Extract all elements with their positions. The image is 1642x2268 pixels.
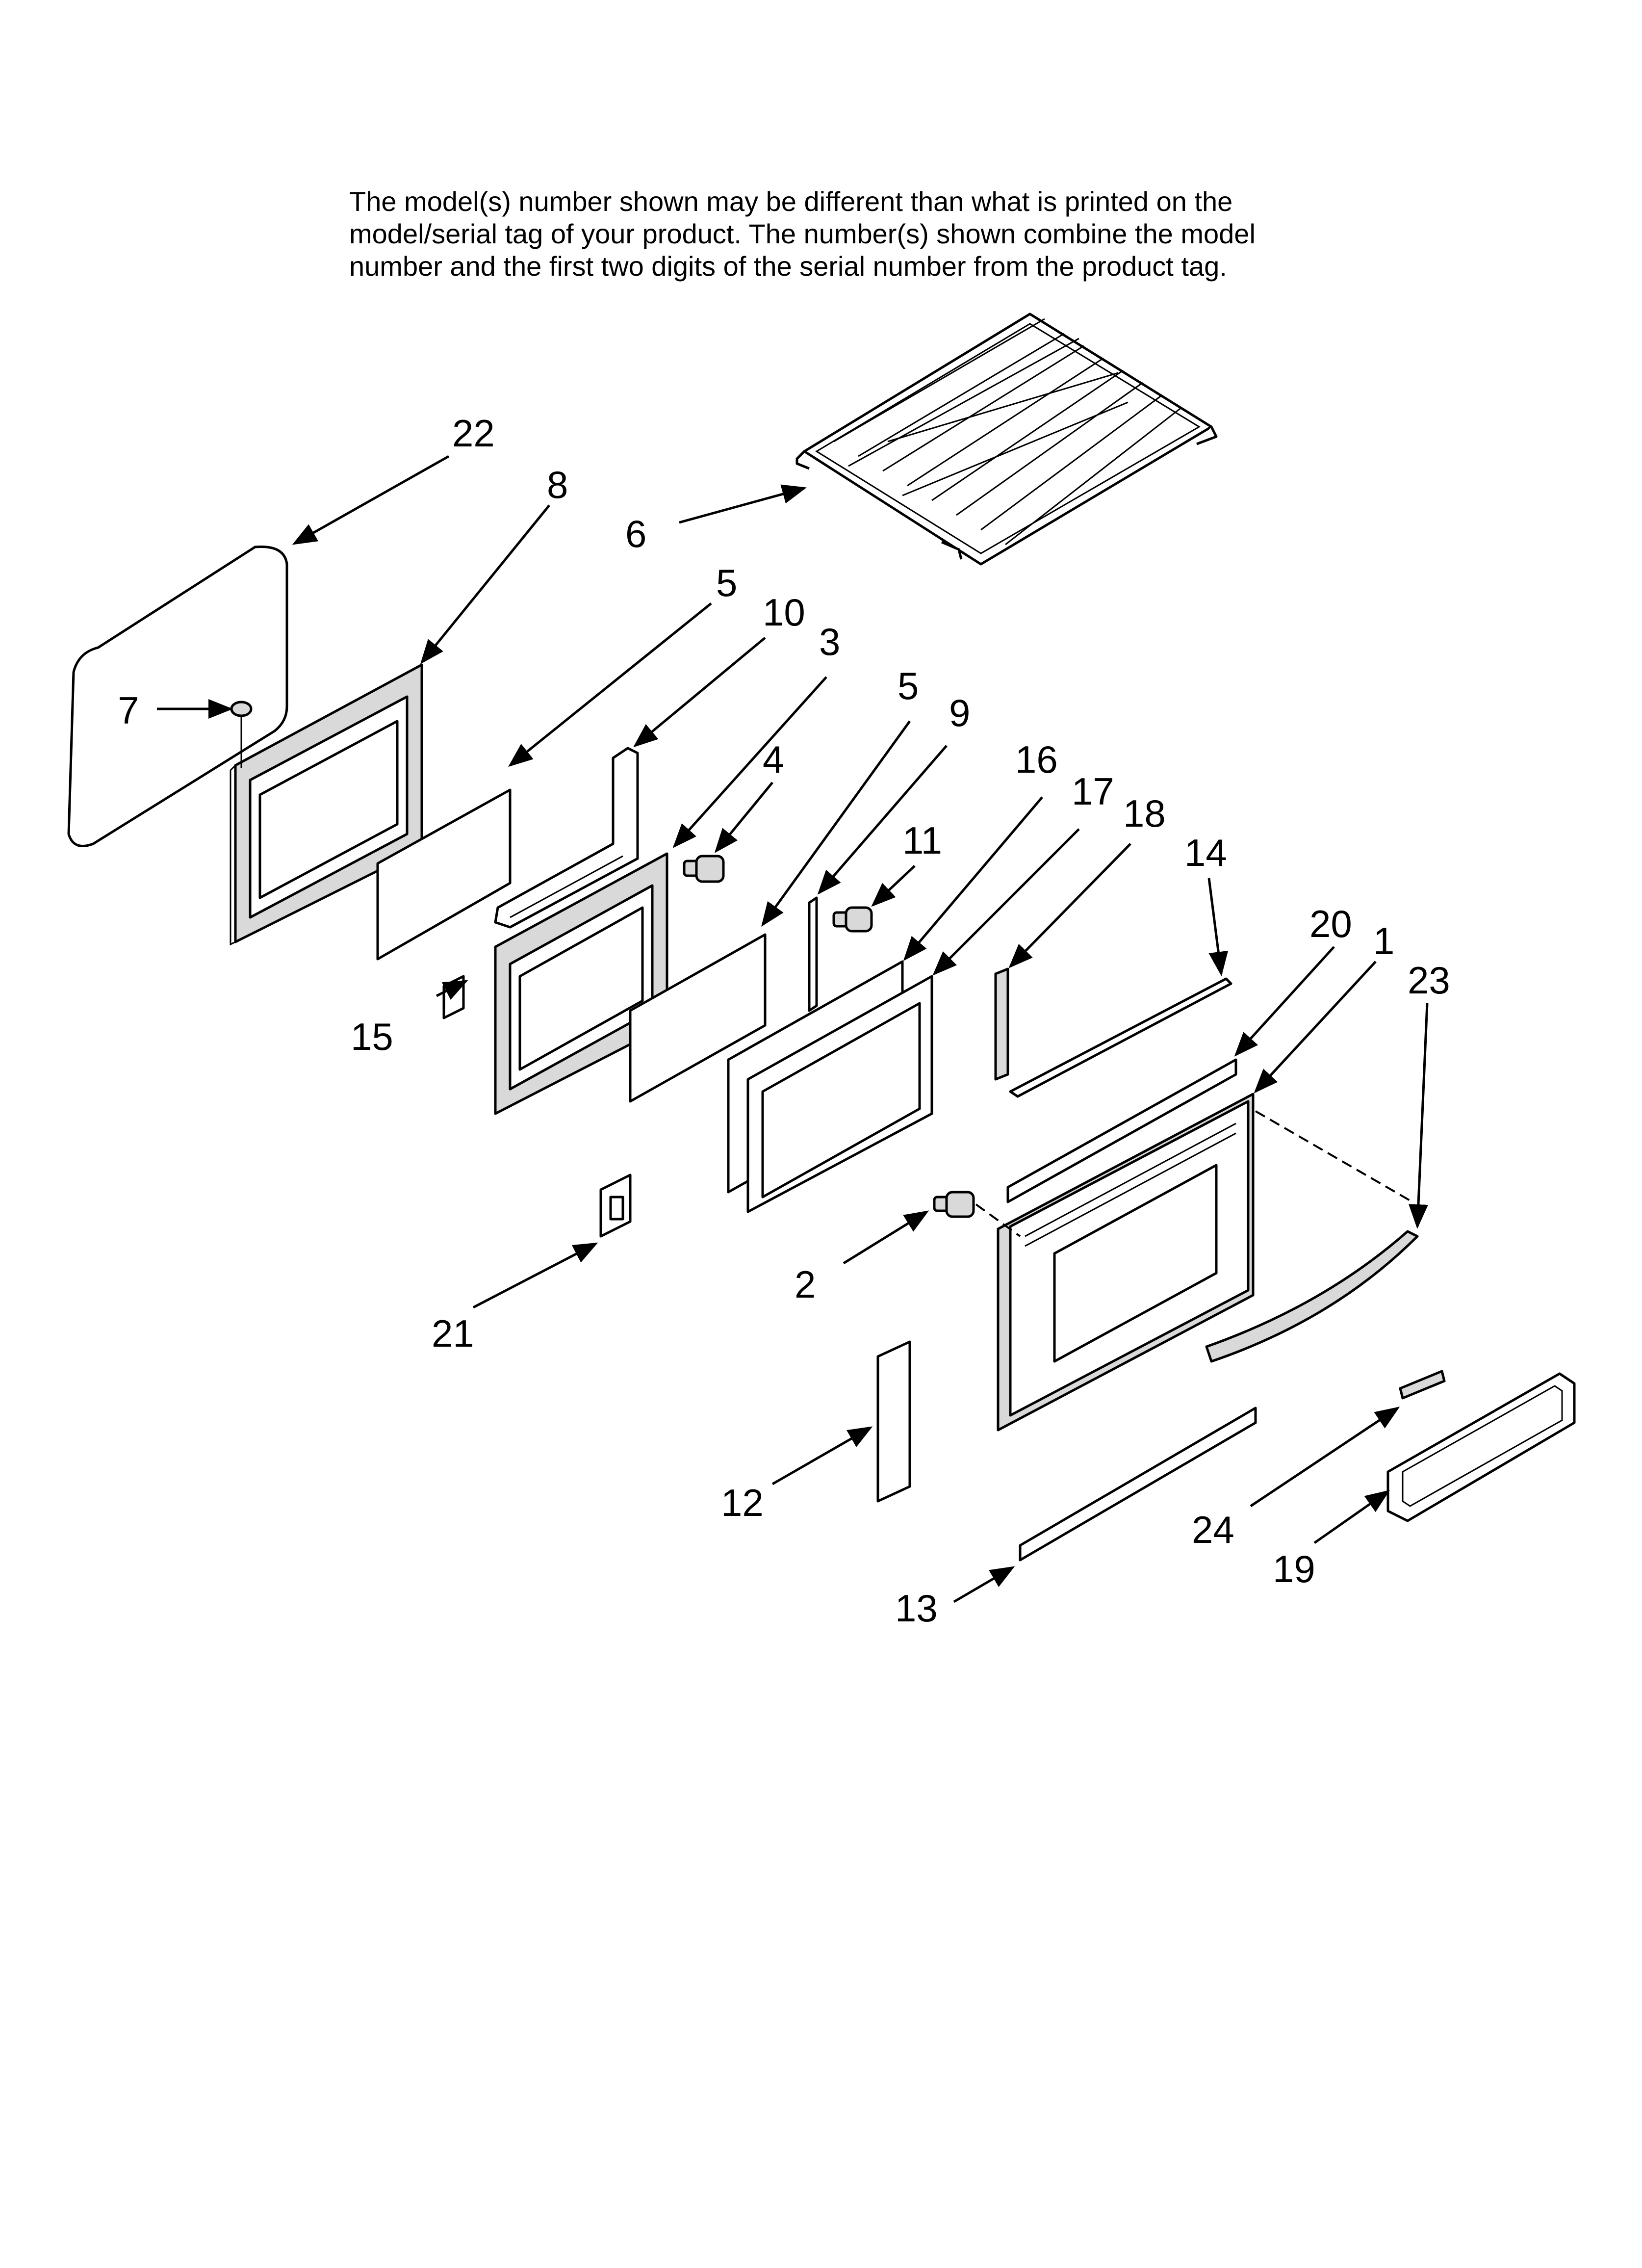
callout-17: 17 [1072,770,1114,813]
vent-strip-part [1006,1058,1237,1203]
callout-19: 19 [1273,1547,1315,1590]
callout-20: 20 [1309,902,1352,945]
note-line-1: The model(s) number shown may be differe… [349,186,1233,217]
glass-frame-part [746,975,933,1213]
handle-axis-line [1255,1110,1413,1203]
door-gasket-part [67,545,288,847]
door-frame-part [494,852,668,1115]
outer-door-part [997,1093,1255,1432]
callout-14: 14 [1184,831,1227,874]
callout-6: 6 [625,512,646,555]
screw-part [683,855,725,883]
callout-5-second: 5 [898,664,919,707]
note-line-3: number and the first two digits of the s… [349,251,1227,282]
model-number-note: The model(s) number shown may be differe… [349,185,1526,283]
screw-axis-line [975,1203,1021,1237]
callout-10: 10 [763,591,805,634]
window-gasket-part [1386,1372,1576,1522]
door-glass-part [376,788,512,961]
callout-3: 3 [819,620,840,663]
callout-16: 16 [1015,738,1058,781]
callout-9: 9 [949,691,970,734]
callout-22: 22 [452,412,495,455]
callout-24: 24 [1192,1508,1234,1551]
glass-bracket-part [808,896,818,1012]
door-handle-part [1205,1230,1419,1363]
door-bumper-part [230,701,253,768]
oven-rack-part [795,313,1218,566]
callout-2: 2 [795,1263,816,1306]
rating-label-part [1399,1370,1446,1400]
hinge-screw-part [933,1191,975,1218]
side-panel-part [876,1340,911,1503]
bottom-trim-part [1019,1407,1257,1562]
callout-23: 23 [1408,959,1450,1002]
callout-13: 13 [895,1587,938,1630]
callout-11: 11 [902,819,942,862]
door-glass-part [629,933,767,1103]
callout-21: 21 [432,1312,474,1355]
callout-1: 1 [1373,919,1394,963]
callout-5: 5 [716,561,737,604]
callout-8: 8 [547,463,568,506]
callout-7: 7 [118,689,139,732]
top-trim-part [1009,977,1232,1098]
latch-bracket-part [599,1173,632,1238]
screw-part [832,906,873,933]
leader-lines [157,455,1429,1603]
callout-18: 18 [1123,792,1166,835]
door-insulation-part [494,747,639,929]
callout-12: 12 [721,1481,764,1524]
side-bracket-part [994,967,1009,1081]
note-line-2: model/serial tag of your product. The nu… [349,218,1256,249]
callout-4: 4 [763,738,784,781]
callout-15: 15 [351,1015,393,1058]
